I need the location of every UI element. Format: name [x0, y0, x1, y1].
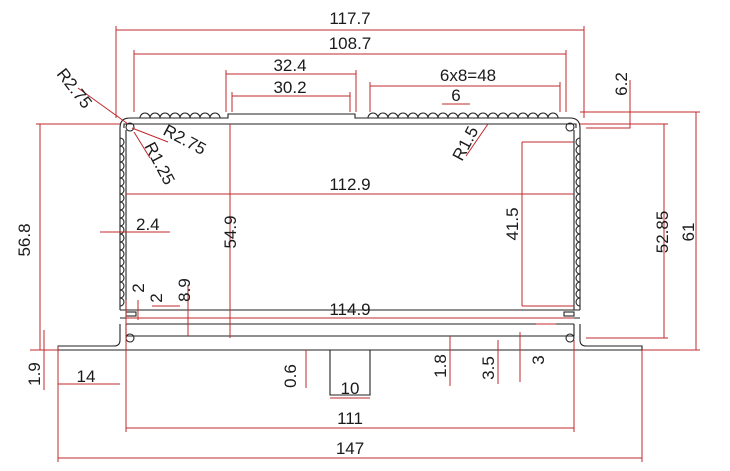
label-base-total-width: 147 — [336, 439, 364, 458]
label-slot-inner-width: 30.2 — [273, 78, 306, 97]
label-corner-radius-outer: R2.75 — [53, 65, 96, 112]
label-flange-width: 14 — [77, 367, 96, 386]
label-tab-gap: 0.6 — [281, 364, 300, 388]
label-inner-height: 54.9 — [221, 215, 240, 248]
label-slot-outer-width: 32.4 — [273, 56, 306, 75]
label-inner-width: 112.9 — [329, 175, 370, 194]
label-right-height-b: 61 — [679, 223, 698, 242]
label-rail-dim-b: 2 — [147, 293, 166, 302]
label-rail-height: 8.9 — [175, 278, 194, 302]
label-fin-pattern: 6x8=48 — [440, 66, 496, 85]
label-rail-width: 114.9 — [329, 300, 370, 319]
label-inner-top-width: 108.7 — [329, 34, 372, 53]
label-corner-radius-inner: R2.75 — [160, 121, 209, 159]
label-step-a: 3.5 — [479, 356, 498, 380]
label-fin-radius: R1.5 — [449, 123, 483, 164]
label-overall-top-width: 117.7 — [329, 9, 370, 28]
label-tab-height: 1.8 — [431, 354, 450, 378]
label-wall-thickness: 2.4 — [136, 215, 160, 234]
dimension-lines — [30, 26, 700, 462]
label-right-height-a: 52.85 — [653, 211, 672, 254]
label-right-top-step: 6.2 — [612, 72, 631, 96]
label-fin-pitch: 6 — [451, 86, 460, 105]
label-tab-width: 10 — [341, 379, 360, 398]
label-left-height: 56.8 — [15, 223, 34, 256]
label-right-inner-height: 41.5 — [503, 207, 522, 240]
label-flange-thickness: 1.9 — [25, 362, 44, 386]
label-base-inner-width: 111 — [337, 409, 363, 428]
label-step-b: 3 — [529, 355, 548, 364]
label-rail-dim-a: 2 — [129, 283, 148, 292]
label-corner-radius-small: R1.25 — [140, 139, 178, 188]
